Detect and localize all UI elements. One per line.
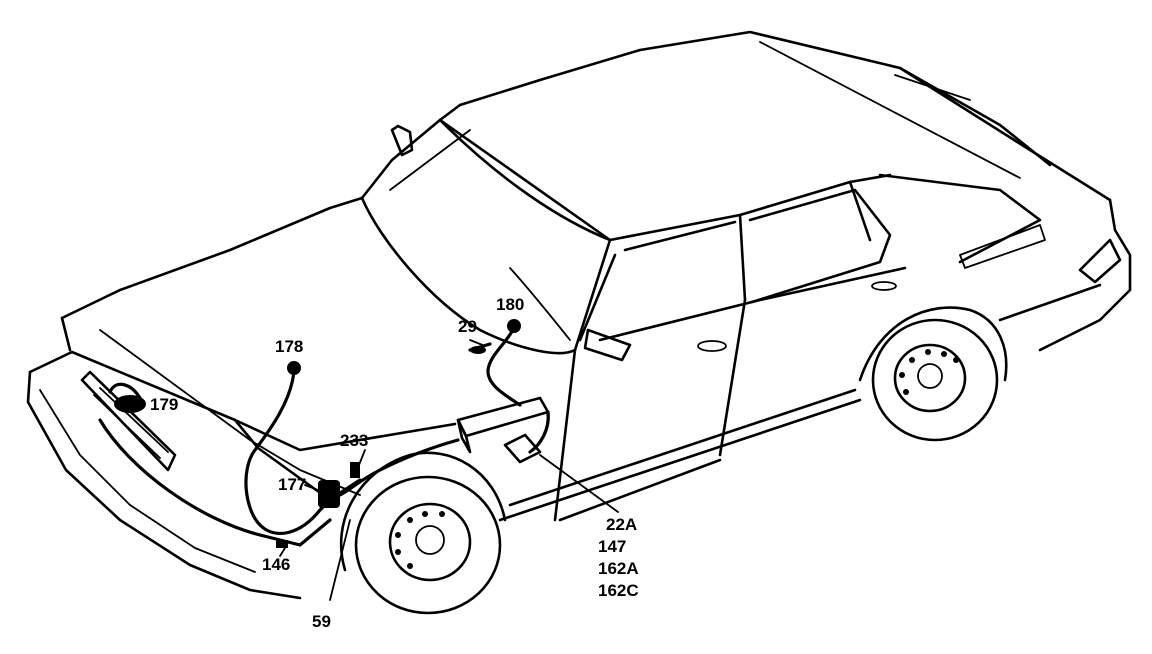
callout-233: 233 [340,431,368,450]
callout-180: 180 [496,295,524,314]
rear-wheel [858,306,1008,442]
callout-162a: 162A [598,559,639,578]
callout-labels: 178 179 180 29 233 177 146 59 22A 147 16… [150,295,639,631]
callout-162c: 162C [598,581,639,600]
callout-59: 59 [312,612,331,631]
callout-29: 29 [458,317,477,336]
car-body [26,30,1132,600]
callout-22a: 22A [606,515,637,534]
callout-147: 147 [598,537,626,556]
callout-146: 146 [262,555,290,574]
callout-179: 179 [150,395,178,414]
callout-178: 178 [275,337,303,356]
wiring-harness [98,319,550,548]
leader-lines [279,339,619,601]
callout-177: 177 [278,475,306,494]
